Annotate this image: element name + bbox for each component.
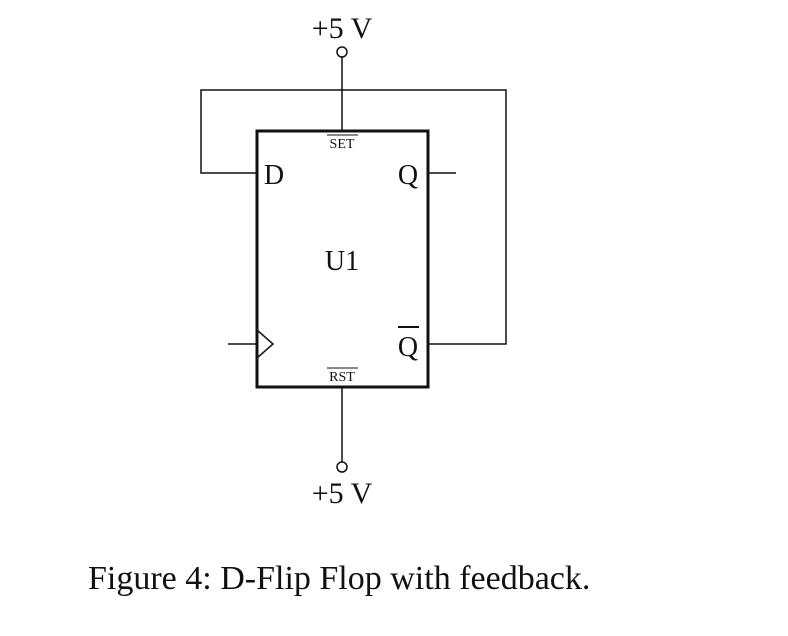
supply-bottom-terminal bbox=[336, 461, 348, 473]
d-pin-label: D bbox=[264, 160, 284, 191]
component-name: U1 bbox=[325, 246, 359, 277]
rst-pin-label: RST bbox=[329, 370, 355, 385]
q-pin-label: Q bbox=[398, 160, 418, 191]
set-pin-label: SET bbox=[330, 137, 355, 152]
figure-caption: Figure 4: D-Flip Flop with feedback. bbox=[88, 560, 591, 597]
feedback-wire bbox=[200, 89, 507, 345]
supply-top-label: +5 V bbox=[312, 12, 373, 45]
supply-bottom-label: +5 V bbox=[312, 477, 373, 510]
flip-flop-body bbox=[255, 129, 430, 389]
clock-triangle-icon bbox=[256, 329, 275, 359]
q-bar-pin-label: Q bbox=[398, 332, 418, 363]
supply-top-terminal bbox=[336, 46, 348, 58]
